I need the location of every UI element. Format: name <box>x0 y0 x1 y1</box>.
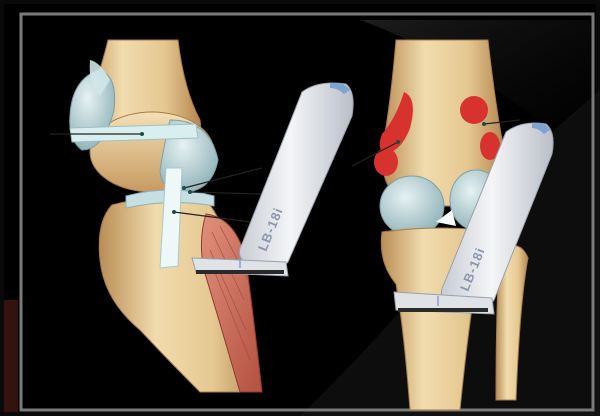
bursa-lateral-upper <box>460 96 488 124</box>
edge-fragment <box>4 300 18 412</box>
medial-condyle <box>380 176 444 236</box>
